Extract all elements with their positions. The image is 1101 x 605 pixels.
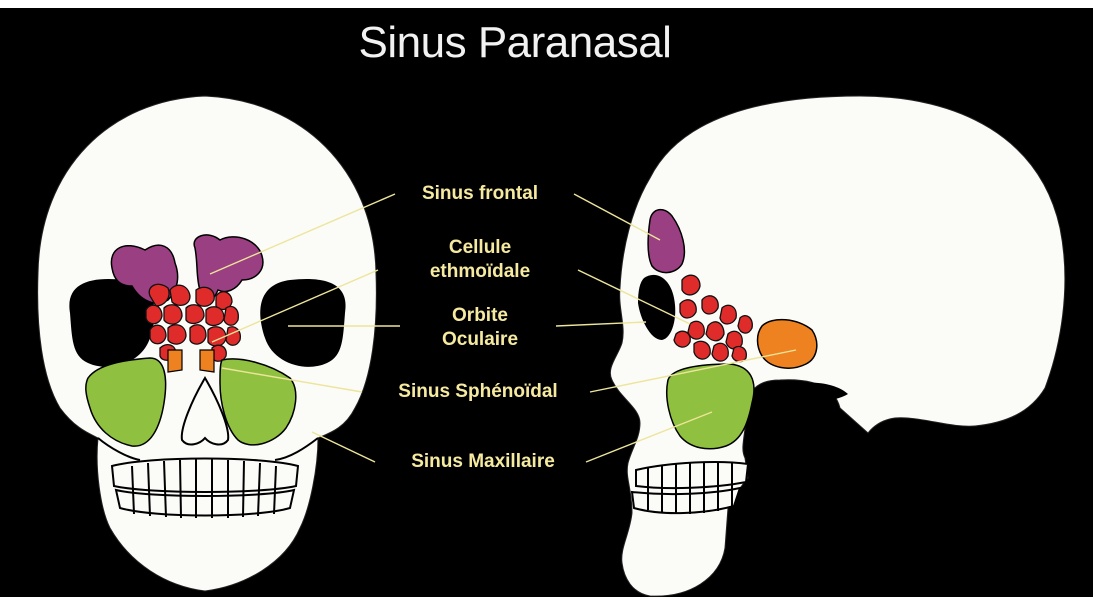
label-ethmoid-line2: ethmoïdale bbox=[405, 260, 555, 284]
front-teeth bbox=[112, 459, 298, 519]
label-sinus-maxillary: Sinus Maxillaire bbox=[378, 450, 588, 474]
side-skull bbox=[610, 96, 1065, 596]
label-orbit-line2: Oculaire bbox=[405, 328, 555, 352]
leader-maxillary-front bbox=[312, 432, 375, 462]
diagram-canvas: Sinus Paranasal Sinus frontal Cellule et… bbox=[0, 8, 1093, 597]
label-sinus-frontal: Sinus frontal bbox=[405, 182, 555, 206]
side-sphenoid-sinus bbox=[758, 320, 817, 369]
label-sinus-sphenoid-text: Sinus Sphénoïdal bbox=[398, 381, 557, 402]
label-ethmoid-cell: Cellule ethmoïdale bbox=[405, 236, 555, 284]
label-sinus-frontal-text: Sinus frontal bbox=[422, 183, 538, 204]
front-skull bbox=[38, 96, 377, 591]
label-ethmoid-line1: Cellule bbox=[405, 236, 555, 260]
label-sinus-sphenoid: Sinus Sphénoïdal bbox=[368, 380, 588, 404]
skull-diagram bbox=[0, 8, 1093, 597]
diagram-title: Sinus Paranasal bbox=[0, 18, 1030, 68]
label-sinus-maxillary-text: Sinus Maxillaire bbox=[411, 451, 555, 472]
front-sphenoid-sinus-right bbox=[200, 350, 214, 372]
label-orbit: Orbite Oculaire bbox=[405, 304, 555, 352]
label-orbit-line1: Orbite bbox=[405, 304, 555, 328]
front-sphenoid-sinus-left bbox=[168, 350, 182, 372]
